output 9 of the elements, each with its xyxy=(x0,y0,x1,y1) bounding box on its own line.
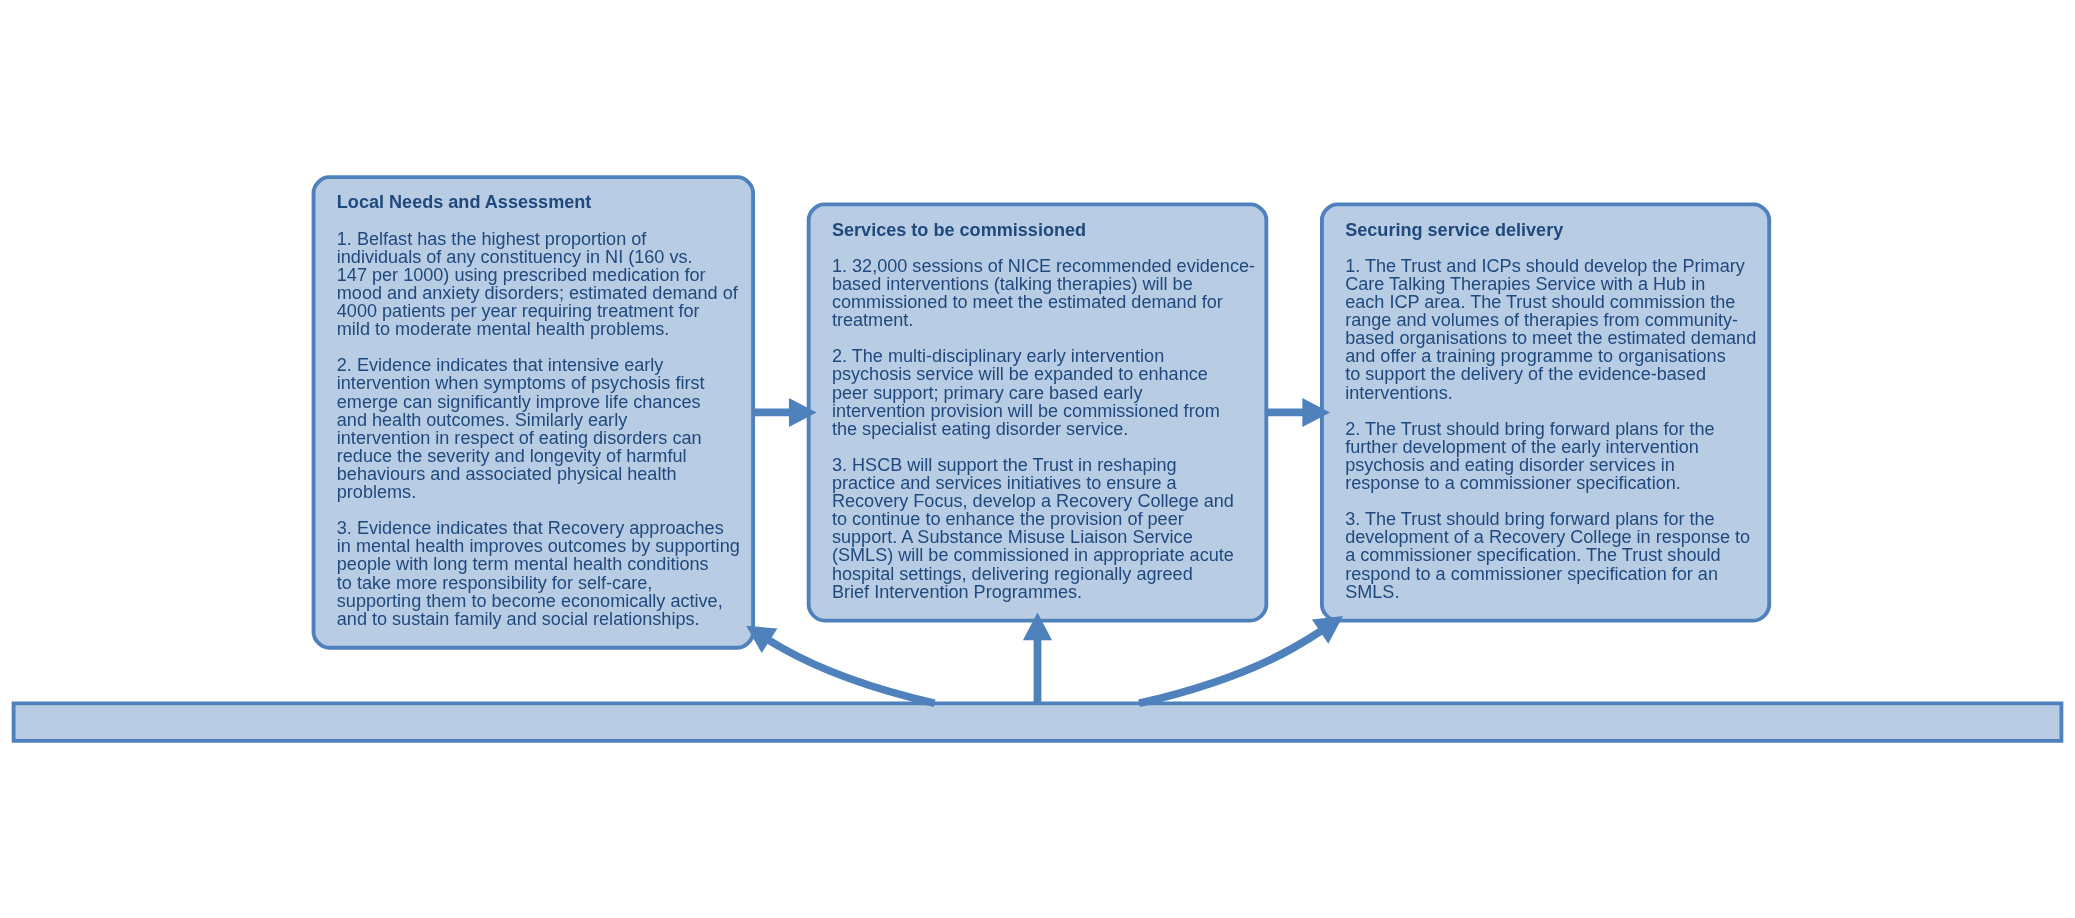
arrow xyxy=(1138,616,1344,708)
node-box xyxy=(11,701,2064,743)
node-box: Services to be commissioned 1. 32,000 sessions of NICE recommended evidence-based interventions (talking therapies) will be commissioned to meet the estimated demand for treatment. 2. The multi-disciplinary early intervention psychosis service will be expanded to enhance peer support; primary care based early intervention provision will be commissioned from the specialist eating disorder service. 3. HSCB will support the Trust in reshaping practice and services initiatives to ensure a Recovery Focus, develop a Recovery College and to continue to enhance the provision of peer support. A Substance Misuse Liaison Service (SMLS) will be commissioned in appropriate acute hospital settings, delivering regionally agreed Brief Intervention Programmes. xyxy=(806,202,1269,623)
arrow xyxy=(1266,397,1331,427)
node-box: Local Needs and Assessment 1. Belfast has the highest proportion of individuals of any constituency in NI (160 vs. 147 per 1000) using prescribed medication for mood and anxiety disorders; estimated demand of 4000 patients per year requiring treatment for mild to moderate mental health problems. 2. Evidence indicates that intensive early intervention when symptoms of psychosis first emerge can significantly improve life chances and health outcomes. Similarly early intervention in respect of eating disorders can reduce the severity and longevity of harmful behaviours and associated physical health problems. 3. Evidence indicates that Recovery approaches in mental health improves outcomes by supporting people with long term mental health conditions to take more responsibility for self-care, supporting them to become economically active, and to sustain family and social relationships. xyxy=(311,175,756,650)
arrow xyxy=(753,397,817,427)
node-box: Securing service delivery 1. The Trust and ICPs should develop the Primary Care Talking Therapies Service with a Hub in each ICP area. The Trust should commission the range and volumes of therapies from community-based organisations to meet the estimated demand and offer a training programme to organisations to support the delivery of the evidence-based interventions. 2. The Trust should bring forward plans for the further development of the early intervention psychosis and eating disorder services in response to a commissioner specification. 3. The Trust should bring forward plans for the development of a Recovery College in response to a commissioner specification. The Trust should respond to a commissioner specification for an SMLS. xyxy=(1319,202,1772,623)
arrow xyxy=(1022,612,1053,703)
arrow xyxy=(746,625,936,707)
